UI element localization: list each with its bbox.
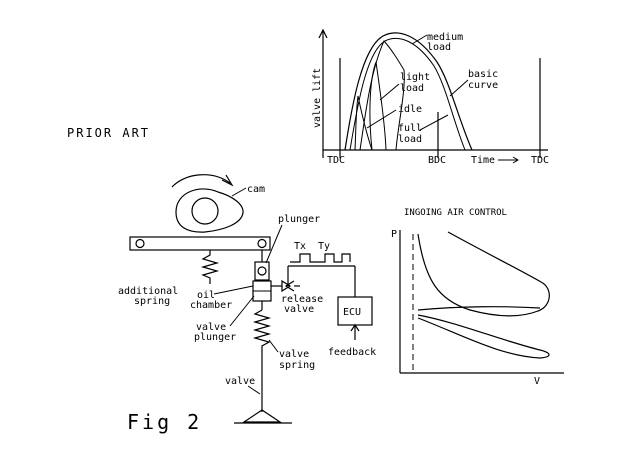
label-full-load-2: load xyxy=(398,134,422,145)
pv-x-label: V xyxy=(534,376,540,387)
label-medium-load-1: medium xyxy=(427,32,463,43)
label-light-load-2: load xyxy=(400,83,424,94)
label-valve-plunger-1: valve xyxy=(196,322,226,333)
rocker-pivot-right xyxy=(257,238,267,249)
prior-art-label: PRIOR ART xyxy=(67,126,150,140)
leader-idle xyxy=(366,109,397,129)
plunger-body xyxy=(254,261,270,281)
pv-lower-loop xyxy=(417,314,550,359)
label-idle: idle xyxy=(398,104,422,115)
idle-curve xyxy=(354,95,373,151)
label-plunger: plunger xyxy=(278,214,320,225)
release-valve-seat xyxy=(284,280,295,292)
additional-spring xyxy=(200,250,220,284)
label-valve-plunger-2: plunger xyxy=(194,332,236,343)
leader-plunger xyxy=(265,224,283,264)
label-release-valve-1: release xyxy=(281,294,323,305)
label-ecu: ECU xyxy=(343,307,361,318)
lift-y-axis-label: valve lift xyxy=(312,68,323,128)
leader-valve-plunger xyxy=(229,295,255,327)
valve-mechanism-diagram: cam additional spring plunger oil chambe… xyxy=(118,174,376,424)
tick-label-tdc-end: TDC xyxy=(531,155,549,166)
basic-curve-inner xyxy=(349,37,466,151)
feedback-arrow-icon xyxy=(350,323,360,332)
label-oil-chamber-1: oil xyxy=(197,290,215,301)
label-pulse-tx: Tx xyxy=(294,241,306,252)
light-load-curve xyxy=(369,61,387,151)
medium-load-curve xyxy=(359,40,405,151)
label-valve: valve xyxy=(225,376,255,387)
lift-y-axis-arrow xyxy=(318,28,328,39)
leader-medium-load xyxy=(411,34,428,45)
cam-rotation-arrow-icon xyxy=(221,174,234,187)
valve-spring xyxy=(252,309,272,352)
pv-y-label: P xyxy=(391,229,397,240)
cam-rotation-arc xyxy=(171,174,231,188)
leader-basic-curve xyxy=(449,79,469,97)
plunger-pin xyxy=(257,266,267,276)
label-full-load-1: full xyxy=(398,123,422,134)
figure-label: Fig 2 xyxy=(127,410,202,434)
tick-label-bdc: BDC xyxy=(428,155,446,166)
label-release-valve-2: valve xyxy=(284,304,314,315)
label-valve-spring-1: valve xyxy=(279,349,309,360)
valve-head xyxy=(242,409,282,423)
valve-lift-chart: medium load light load idle full load ba… xyxy=(312,28,549,166)
label-basic-curve-2: curve xyxy=(468,80,498,91)
release-valve-body xyxy=(281,279,292,293)
leader-cam xyxy=(231,187,247,197)
label-additional-spring-2: spring xyxy=(134,296,170,307)
label-additional-spring-1: additional xyxy=(118,286,178,297)
pulse-waveform xyxy=(290,253,351,263)
label-feedback: feedback xyxy=(328,347,376,358)
label-pulse-ty: Ty xyxy=(318,241,330,252)
label-valve-spring-2: spring xyxy=(279,360,315,371)
label-oil-chamber-2: chamber xyxy=(190,300,232,311)
cam-lobe xyxy=(175,188,244,233)
pv-upper-loop xyxy=(417,231,550,317)
basic-curve xyxy=(344,32,473,151)
pv-diagram: INGOING AIR CONTROL P V xyxy=(391,208,564,387)
label-basic-curve-1: basic xyxy=(468,69,498,80)
lift-x-axis-label: Time xyxy=(471,155,495,166)
pv-title: INGOING AIR CONTROL xyxy=(404,208,507,218)
leader-full-load xyxy=(419,114,449,131)
leader-valve xyxy=(247,385,261,395)
leader-light-load xyxy=(379,83,400,101)
rocker-beam xyxy=(129,236,271,251)
label-medium-load-2: load xyxy=(427,42,451,53)
tick-label-tdc-start: TDC xyxy=(327,155,345,166)
rocker-pivot-left xyxy=(135,238,145,249)
cam-shaft xyxy=(191,197,219,225)
pv-intake-line xyxy=(417,306,541,311)
leader-oil-chamber xyxy=(213,285,254,295)
label-cam: cam xyxy=(247,184,265,195)
label-light-load-1: light xyxy=(400,72,430,83)
leader-valve-spring xyxy=(268,339,279,353)
time-arrow-icon xyxy=(498,156,519,164)
